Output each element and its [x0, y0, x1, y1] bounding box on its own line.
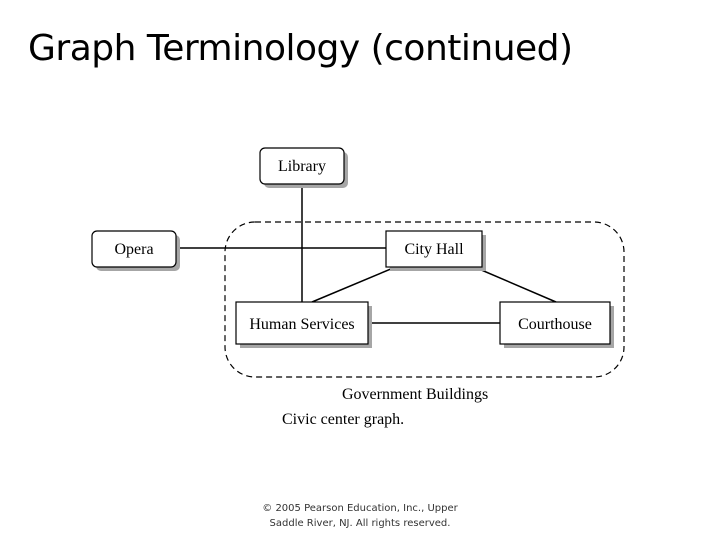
node-city-hall: City Hall [385, 230, 486, 271]
node-courthouse-box [499, 301, 611, 345]
node-human-services: Human Services [235, 301, 372, 348]
node-library: Library [259, 147, 348, 188]
edge-city-hall-courthouse [471, 265, 557, 303]
node-opera-label: Opera [114, 241, 153, 258]
node-city-hall-label: City Hall [404, 241, 464, 258]
node-human-services-box [235, 301, 369, 345]
node-courthouse: Courthouse [499, 301, 614, 348]
copyright-notice: © 2005 Pearson Education, Inc., Upper Sa… [0, 501, 720, 531]
graph-edges [176, 184, 557, 324]
copyright-line-1: © 2005 Pearson Education, Inc., Upper [262, 503, 458, 514]
node-courthouse-label: Courthouse [518, 316, 592, 333]
government-buildings-boundary [224, 221, 625, 378]
node-library-label: Library [278, 158, 326, 175]
edge-city-hall-human-services [311, 265, 399, 303]
node-human-services-label: Human Services [249, 316, 354, 333]
slide-title: Graph Terminology (continued) [28, 28, 573, 69]
node-city-hall-box [385, 230, 483, 268]
group-label: Government Buildings [342, 386, 488, 403]
node-library-box [259, 147, 345, 185]
figure-caption: Civic center graph. [282, 411, 404, 428]
copyright-line-2: Saddle River, NJ. All rights reserved. [269, 518, 451, 529]
node-opera: Opera [91, 230, 180, 271]
node-opera-box [91, 230, 177, 268]
